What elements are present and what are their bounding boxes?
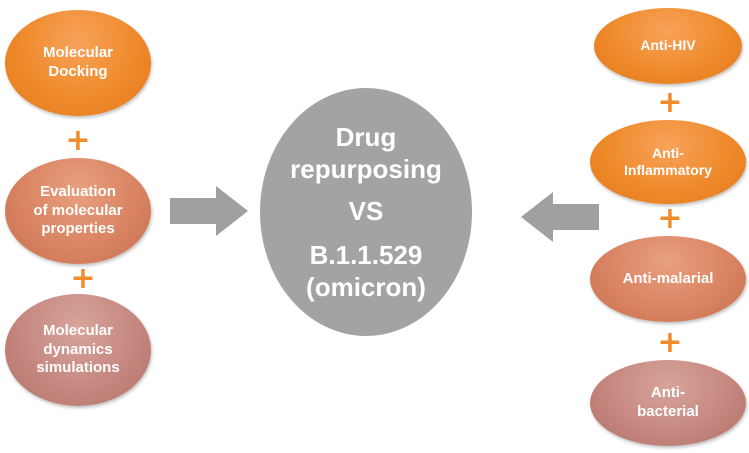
plus-connector: + <box>70 261 96 296</box>
node-anti-hiv: Anti-HIV <box>594 8 742 84</box>
arrow-left-icon <box>521 192 599 242</box>
node-label: Molecular dynamics simulations <box>36 321 120 377</box>
plus-connector: + <box>657 85 683 120</box>
node-anti-malarial: Anti-malarial <box>590 236 746 322</box>
node-anti-bacterial: Anti- bacterial <box>590 360 746 446</box>
node-label: Anti- Inflammatory <box>624 144 712 179</box>
node-label: Anti-malarial <box>622 269 714 287</box>
node-molecular-dynamics: Molecular dynamics simulations <box>5 294 151 406</box>
center-title: Drug repurposing <box>290 121 442 185</box>
plus-connector: + <box>657 201 683 236</box>
center-target: B.1.1.529 (omicron) <box>306 239 426 303</box>
plus-connector: + <box>65 123 91 158</box>
center-drug-repurposing: Drug repurposing VS B.1.1.529 (omicron) <box>260 88 472 336</box>
node-label: Evaluation of molecular properties <box>33 182 123 238</box>
node-label: Molecular Docking <box>42 44 114 80</box>
node-label: Anti- bacterial <box>637 384 699 420</box>
arrow-right-icon <box>170 186 248 236</box>
node-anti-inflammatory: Anti- Inflammatory <box>590 120 746 204</box>
node-molecular-docking: Molecular Docking <box>5 10 151 116</box>
center-vs: VS <box>348 195 384 226</box>
plus-connector: + <box>657 325 683 360</box>
node-label: Anti-HIV <box>640 37 696 54</box>
node-evaluation-molecular-properties: Evaluation of molecular properties <box>5 158 151 264</box>
